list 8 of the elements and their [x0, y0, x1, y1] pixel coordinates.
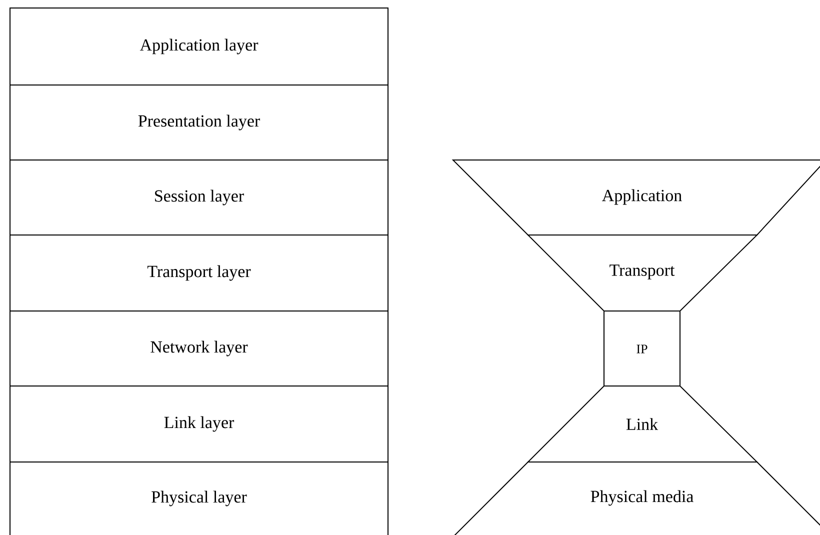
layer-box: Transport layer — [10, 234, 388, 312]
layer-box: Link layer — [10, 385, 388, 462]
layer-box: Presentation layer — [10, 84, 388, 160]
layer-box: Physical layer — [10, 461, 388, 535]
layer-box: Application layer — [10, 8, 388, 86]
layer-box: IP — [604, 310, 680, 386]
layer-box: Network layer — [10, 310, 388, 386]
layer-box: Session layer — [10, 160, 388, 236]
